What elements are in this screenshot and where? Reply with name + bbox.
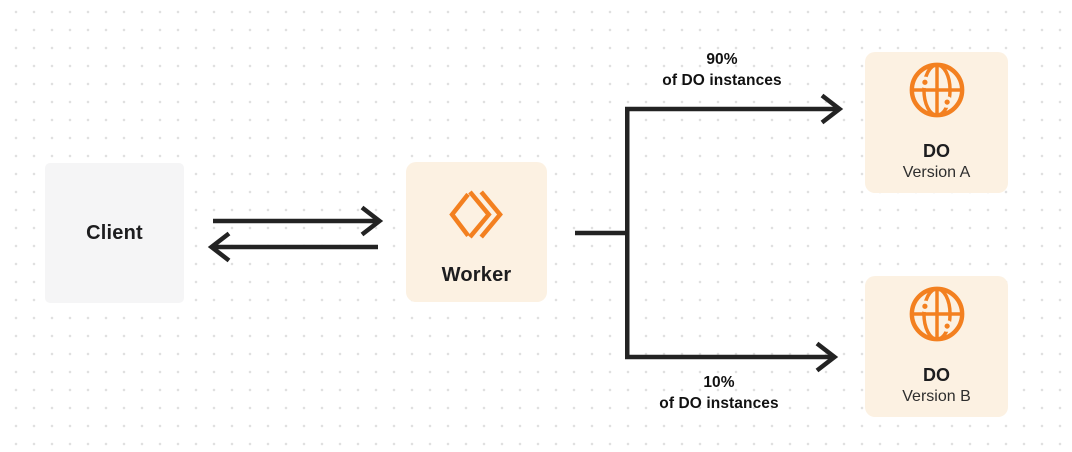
client-label: Client <box>86 221 143 244</box>
arrow-worker-to-client <box>207 231 378 263</box>
do-a-subtitle: Version A <box>902 164 971 181</box>
arrowhead-to-do-b <box>815 341 839 373</box>
branch-b-percent: 10% <box>703 374 735 391</box>
cloudflare-workers-icon <box>448 190 503 239</box>
connector-branch-lines <box>625 106 836 360</box>
client-node: Client <box>45 163 184 303</box>
arrow-client-to-worker <box>213 205 384 237</box>
worker-label: Worker <box>441 264 512 286</box>
do-b-title: DO <box>923 365 950 385</box>
branch-b-label: 10% of DO instances <box>629 372 809 414</box>
do-a-title: DO <box>923 141 950 161</box>
worker-node: Worker <box>406 162 547 302</box>
branch-a-caption: of DO instances <box>662 72 782 89</box>
branch-a-label: 90% of DO instances <box>632 49 812 91</box>
branch-a-percent: 90% <box>706 51 738 68</box>
do-b-subtitle: Version B <box>902 388 971 405</box>
branch-b-caption: of DO instances <box>659 395 779 412</box>
arrowhead-to-do-a <box>820 93 844 125</box>
do-version-a-node: DO Version A <box>865 52 1008 193</box>
durable-object-globe-icon <box>909 286 964 342</box>
do-version-b-node: DO Version B <box>865 276 1008 417</box>
durable-object-globe-icon <box>909 62 964 118</box>
